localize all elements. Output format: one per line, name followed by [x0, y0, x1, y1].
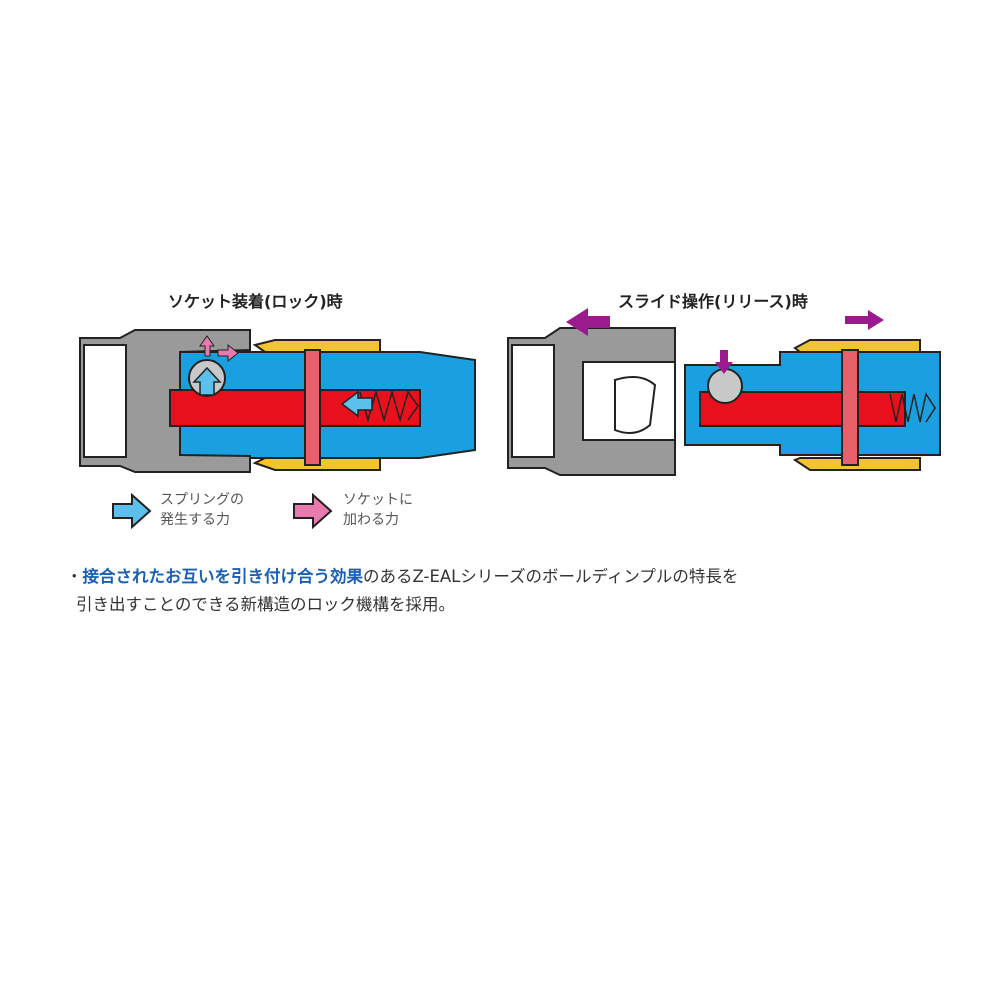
legend-socket-arrow-icon	[293, 492, 333, 530]
description: ・接合されたお互いを引き付け合う効果のあるZ-EALシリーズのボールディンプルの…	[66, 563, 738, 619]
description-bullet: ・	[66, 567, 83, 586]
description-line1: のあるZ-EALシリーズのボールディンプルの特長を	[363, 567, 739, 586]
release-right-arrow-icon	[845, 310, 884, 330]
legend-spring: スプリングの 発生する力	[160, 490, 244, 530]
release-down-arrow-icon	[715, 350, 733, 374]
left-coupler-locked	[79, 329, 476, 473]
legend-spring-line2: 発生する力	[160, 512, 230, 528]
legend-socket-line1: ソケットに	[343, 492, 413, 508]
left-diagram-title: ソケット装着(ロック)時	[168, 292, 343, 311]
legend-socket-line2: 加わる力	[343, 512, 399, 528]
right-spring	[889, 392, 936, 423]
socket-force-arrow-icon	[199, 335, 239, 363]
spring-force-arrow-icon	[192, 366, 222, 396]
right-ball	[707, 368, 743, 404]
right-sleeve	[792, 339, 921, 471]
description-line2: 引き出すことのできる新構造のロック機構を採用。	[76, 595, 456, 614]
right-pink-bar	[841, 349, 859, 466]
right-coupler-released	[507, 308, 941, 476]
spring-force-arrow-icon	[340, 390, 373, 418]
legend-spring-line1: スプリングの	[160, 492, 244, 508]
description-highlight: 接合されたお互いを引き付け合う効果	[82, 567, 364, 586]
legend-socket: ソケットに 加わる力	[343, 490, 413, 530]
right-diagram-title: スライド操作(リリース)時	[618, 292, 808, 311]
release-left-arrow-icon	[566, 308, 610, 336]
left-sleeve	[252, 339, 381, 471]
legend-spring-arrow-icon	[112, 492, 152, 530]
left-pink-bar	[304, 349, 321, 466]
